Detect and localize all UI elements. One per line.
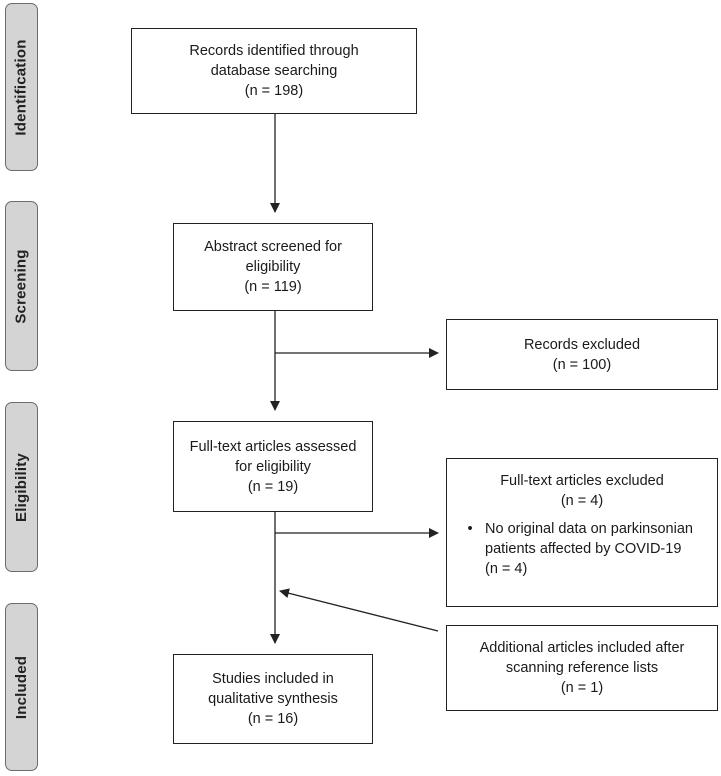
records-excluded-count: (n = 100) [552, 356, 612, 373]
exclusion-reason-line2: patients affected by COVID-19 [485, 541, 682, 557]
exclusion-reason-item: • No original data on parkinsonian patie… [455, 519, 709, 579]
additional-articles-line1: Additional articles included after [479, 640, 685, 656]
phase-included: Included [5, 603, 38, 771]
phase-identification: Identification [5, 3, 38, 171]
abstract-screened-count: (n = 119) [244, 279, 302, 295]
additional-articles-line2: scanning reference lists [505, 660, 659, 676]
arrow-additional-to-main [279, 588, 439, 632]
studies-included-count: (n = 16) [247, 711, 299, 727]
studies-included-line1: Studies included in [212, 671, 334, 687]
fulltext-assessed-box: Full-text articles assessed for eligibil… [173, 421, 373, 512]
records-identified-line2: database searching [210, 63, 338, 79]
fulltext-assessed-line1: Full-text articles assessed [189, 438, 357, 455]
studies-included-box: Studies included in qualitative synthesi… [173, 654, 373, 744]
phase-screening: Screening [5, 201, 38, 371]
fulltext-excluded-line1: Full-text articles excluded [500, 473, 664, 489]
fulltext-assessed-line2: for eligibility [235, 458, 311, 475]
abstract-screened-line1: Abstract screened for [204, 239, 342, 255]
fulltext-assessed-count: (n = 19) [247, 478, 299, 495]
fulltext-excluded-count: (n = 4) [560, 493, 604, 509]
studies-included-line2: qualitative synthesis [208, 691, 338, 707]
phase-eligibility: Eligibility [5, 402, 38, 572]
records-excluded-line1: Records excluded [523, 336, 641, 353]
exclusion-reason-line1: No original data on parkinsonian [485, 521, 693, 537]
abstract-screened-box: Abstract screened for eligibility (n = 1… [173, 223, 373, 311]
records-identified-box: Records identified through database sear… [131, 28, 417, 114]
exclusion-reason-count: (n = 4) [485, 561, 528, 577]
bullet-icon: • [467, 521, 473, 537]
records-identified-count: (n = 198) [244, 83, 304, 99]
fulltext-excluded-box: Full-text articles excluded (n = 4) • No… [446, 458, 718, 607]
additional-articles-count: (n = 1) [560, 680, 604, 696]
abstract-screened-line2: eligibility [245, 259, 301, 275]
records-identified-line1: Records identified through [189, 43, 359, 59]
additional-articles-box: Additional articles included after scann… [446, 625, 718, 711]
records-excluded-box: Records excluded (n = 100) [446, 319, 718, 390]
